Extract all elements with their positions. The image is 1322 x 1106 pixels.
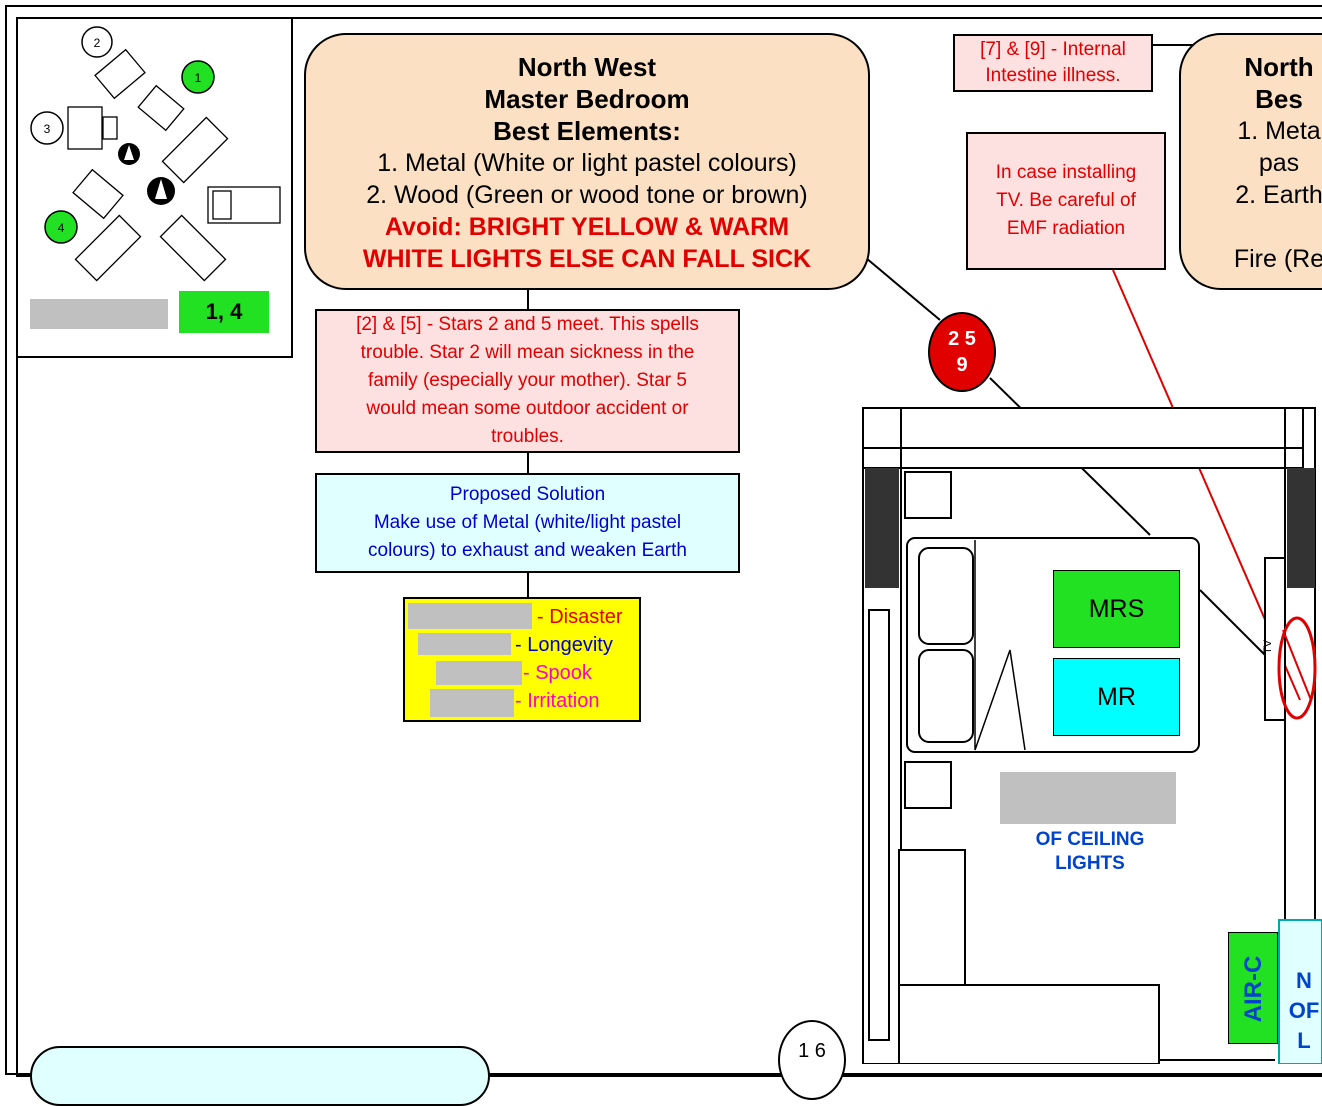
stars-note-line-5: troubles. — [491, 426, 564, 447]
key-irritation: - Irritation — [515, 690, 600, 712]
tv-emf-note: In case installing TV. Be careful of EMF… — [966, 132, 1166, 270]
ceiling-line-1: OF CEILING — [1035, 829, 1145, 850]
legend-circle-3: 3 — [44, 122, 51, 136]
north-line-6 — [1181, 211, 1322, 243]
star-key-box: - Disaster - Longevity - Spook - Irritat… — [403, 597, 641, 722]
key-longevity: - Longevity — [515, 634, 613, 656]
ceiling-gray-bar — [1000, 772, 1176, 824]
star-badge-bottom: 9 — [956, 354, 968, 376]
solution-line-2: Make use of Metal (white/light pastel — [373, 512, 682, 533]
tv-note-line-1: In case installing — [995, 162, 1137, 183]
ceiling-lights-label: OF CEILING LIGHTS — [1010, 828, 1170, 876]
flying-star-badge: 2 5 9 — [928, 312, 996, 392]
north-line-4: pas — [1258, 149, 1300, 177]
proposed-solution-note: Proposed Solution Make use of Metal (whi… — [315, 473, 740, 573]
legend-gray-bar — [30, 299, 168, 329]
star-badge-top: 2 5 — [948, 328, 976, 350]
ceiling-line-2: LIGHTS — [1055, 853, 1125, 874]
key-gray-bar-3 — [436, 661, 522, 685]
intestine-line-1: [7] & [9] - Internal — [980, 39, 1126, 60]
nw-item-2: 2. Wood (Green or wood tone or brown) — [366, 181, 808, 209]
stars-note-line-2: trouble. Star 2 will mean sickness in th… — [360, 342, 695, 363]
legend-numbers-label: 1, 4 — [179, 291, 269, 333]
key-gray-bar-4 — [430, 689, 514, 717]
legend-circle-4: 4 — [58, 221, 65, 235]
tv-note-line-2: TV. Be careful of — [996, 190, 1136, 211]
partial-line-2: OF — [1288, 998, 1320, 1023]
stars-note-line-1: [2] & [5] - Stars 2 and 5 meet. This spe… — [356, 314, 699, 335]
nw-avoid-line-1: Avoid: BRIGHT YELLOW & WARM — [384, 213, 790, 241]
nw-title-line-1: North West — [517, 52, 657, 82]
tv-label: TV — [1262, 639, 1274, 654]
stars-note-line-3: family (especially your mother). Star 5 — [368, 370, 687, 391]
intestine-illness-note: [7] & [9] - Internal Intestine illness. — [953, 34, 1153, 92]
compass-legend-diagram: 2 1 3 4 — [30, 26, 281, 282]
nw-title-line-3: Best Elements: — [493, 116, 681, 146]
key-spook: - Spook — [523, 662, 592, 684]
north-line-2: Bes — [1255, 84, 1303, 114]
intestine-line-2: Intestine illness. — [985, 65, 1121, 86]
aircon-label: AIR-C — [1240, 955, 1267, 1023]
partial-right-label: N OF L — [1284, 966, 1322, 1056]
key-disaster: - Disaster — [537, 606, 623, 628]
nw-item-1: 1. Metal (White or light pastel colours) — [377, 149, 797, 177]
partial-line-3: L — [1297, 1028, 1311, 1053]
legend-circle-1: 1 — [195, 71, 202, 85]
solution-line-3: colours) to exhaust and weaken Earth — [368, 540, 687, 561]
north-line-1: North — [1244, 52, 1314, 82]
stars-2-5-note: [2] & [5] - Stars 2 and 5 meet. This spe… — [315, 309, 740, 453]
stars-note-line-4: would mean some outdoor accident or — [366, 398, 689, 419]
nw-master-bedroom-box: North West Master Bedroom Best Elements:… — [304, 33, 870, 290]
key-gray-bar-1 — [408, 603, 532, 629]
legend-box: 2 1 3 4 1, 4 — [16, 17, 293, 358]
tv-note-line-3: EMF radiation — [1006, 218, 1126, 239]
solution-line-1: Proposed Solution — [449, 484, 606, 505]
north-box: North Bes 1. Meta pas 2. Earth Fire (Re — [1179, 33, 1322, 290]
key-gray-bar-2 — [418, 633, 511, 655]
north-line-5: 2. Earth — [1235, 181, 1322, 209]
nw-avoid-line-2: WHITE LIGHTS ELSE CAN FALL SICK — [362, 245, 812, 273]
aircon-box: AIR-C — [1228, 932, 1278, 1044]
nw-title-line-2: Master Bedroom — [484, 84, 690, 114]
north-line-3: 1. Meta — [1237, 117, 1321, 145]
partial-line-1: N — [1296, 968, 1312, 993]
north-line-7: Fire (Re — [1233, 245, 1322, 273]
legend-circle-2: 2 — [94, 36, 101, 50]
mrs-label: MRS — [1053, 570, 1180, 648]
bottom-star-badge: 1 6 — [778, 1020, 846, 1100]
mr-label: MR — [1053, 658, 1180, 736]
bottom-partial-box — [30, 1046, 490, 1106]
